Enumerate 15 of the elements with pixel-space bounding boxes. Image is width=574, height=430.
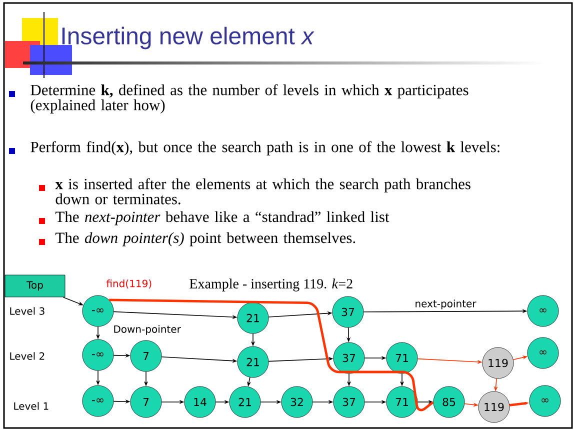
- bullet-text: The next-pointer behave like a “standrad” linked list: [55, 211, 390, 226]
- slide-title: Inserting new element x: [62, 26, 314, 50]
- level-label: Level 3: [10, 307, 44, 315]
- level-label: Level 2: [10, 352, 44, 360]
- bullet-text: Determine k, defined as the number of levels in which x participates (explained later how): [30, 84, 468, 114]
- level-label: Level 1: [14, 402, 48, 410]
- bullet-text: x is inserted after the elements at which the search path branches down or terminates.: [55, 178, 470, 204]
- example-caption: Example - inserting 119. k=2: [190, 278, 352, 292]
- pointer-label: Down-pointer: [114, 325, 181, 335]
- search-path: [109, 298, 434, 411]
- edge-label: next-pointer: [414, 298, 478, 310]
- top-box: Top: [4, 274, 66, 298]
- bullet-text: The down pointer(s) point between themselves.: [55, 232, 356, 246]
- search-label: find(119): [106, 280, 152, 288]
- bullet-text: Perform find(x), but once the search path is in one of the lowest k levels:: [30, 141, 500, 156]
